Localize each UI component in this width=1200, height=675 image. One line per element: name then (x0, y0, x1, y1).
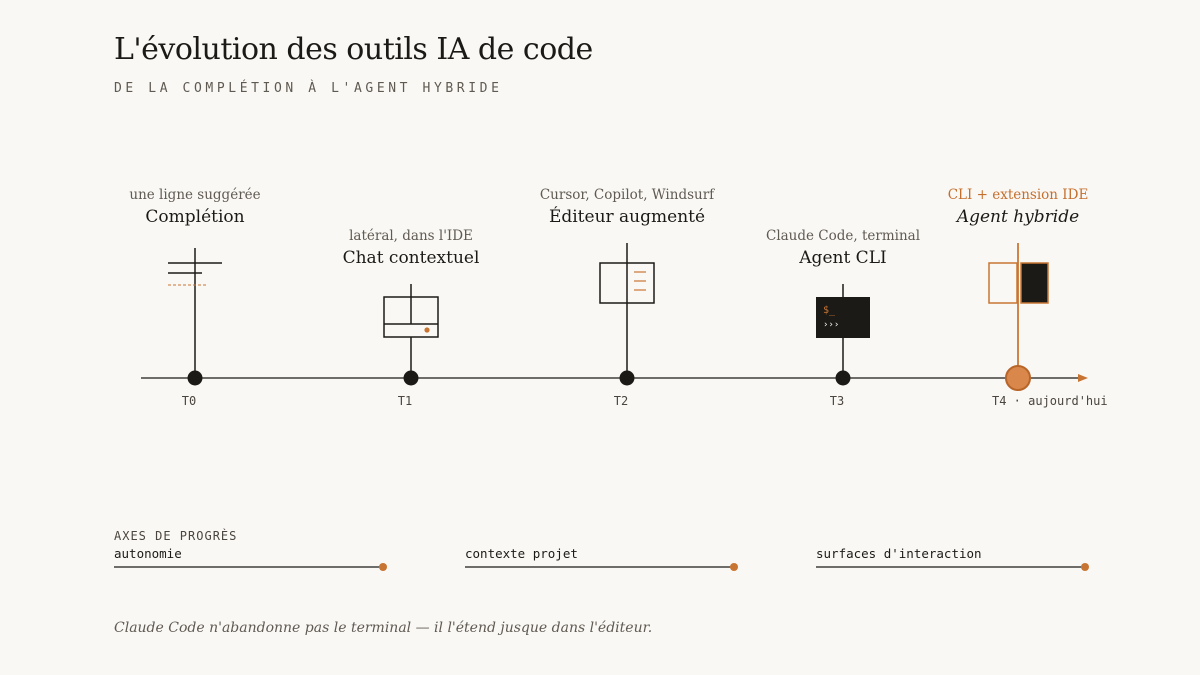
terminal-icon: $_ ››› (816, 297, 870, 338)
hybrid-panels-icon (988, 243, 1049, 378)
stage-t3-name: Agent CLI (799, 248, 887, 268)
timeline-dot-t0 (187, 370, 203, 386)
stage-t0-sub: une ligne suggérée (129, 187, 261, 203)
marker-t4: T4 · aujourd'hui (992, 394, 1108, 408)
page-title: L'évolution des outils IA de code (114, 32, 593, 67)
stage-t1: latéral, dans l'IDE Chat contextuel (343, 227, 480, 271)
timeline-dot-t1 (403, 370, 419, 386)
marker-t1: T1 (397, 394, 413, 408)
stage-t2-name: Éditeur augmenté (548, 207, 706, 227)
stage-t2: Cursor, Copilot, Windsurf Éditeur augmen… (540, 186, 714, 230)
inline-suggestion-icon (168, 262, 222, 286)
stage-t1-name: Chat contextuel (342, 248, 480, 268)
marker-t3: T3 (829, 394, 845, 408)
axis-end-dot-autonomie (379, 563, 387, 571)
marker-t2: T2 (613, 394, 629, 408)
timeline-dot-t3 (835, 370, 851, 386)
stage-t0-name: Complétion (145, 207, 245, 227)
stage-t4-name: Agent hybride (956, 207, 1080, 227)
axes-title: AXES DE PROGRÈS (114, 529, 238, 543)
side-chat-panel-icon (383, 296, 439, 338)
stage-t4: CLI + extension IDE Agent hybride (948, 186, 1089, 230)
page-subtitle: DE LA COMPLÉTION À L'AGENT HYBRIDE (114, 81, 503, 96)
marker-t0: T0 (181, 394, 197, 408)
axis-end-dot-contexte (730, 563, 738, 571)
stage-t1-sub: latéral, dans l'IDE (349, 228, 473, 244)
augmented-editor-icon (599, 262, 655, 304)
stage-t0: une ligne suggérée Complétion (129, 186, 260, 230)
terminal-prompt: $_ (823, 305, 836, 316)
terminal-output: ››› (823, 320, 839, 330)
axis-end-dot-surfaces (1081, 563, 1089, 571)
timeline-arrowhead (1078, 374, 1088, 382)
axis-label-surfaces: surfaces d'interaction (816, 546, 982, 561)
stage-t4-sub: CLI + extension IDE (947, 187, 1089, 203)
stage-t3: Claude Code, terminal Agent CLI (766, 227, 920, 271)
axis-label-contexte: contexte projet (465, 546, 578, 561)
timeline-dot-t2 (619, 370, 635, 386)
timeline-dot-t4-current (1005, 365, 1031, 391)
axis-label-autonomie: autonomie (114, 546, 182, 561)
stage-t2-sub: Cursor, Copilot, Windsurf (539, 187, 715, 203)
stage-t3-sub: Claude Code, terminal (765, 228, 921, 244)
footer-quote: Claude Code n'abandonne pas le terminal … (114, 620, 653, 636)
